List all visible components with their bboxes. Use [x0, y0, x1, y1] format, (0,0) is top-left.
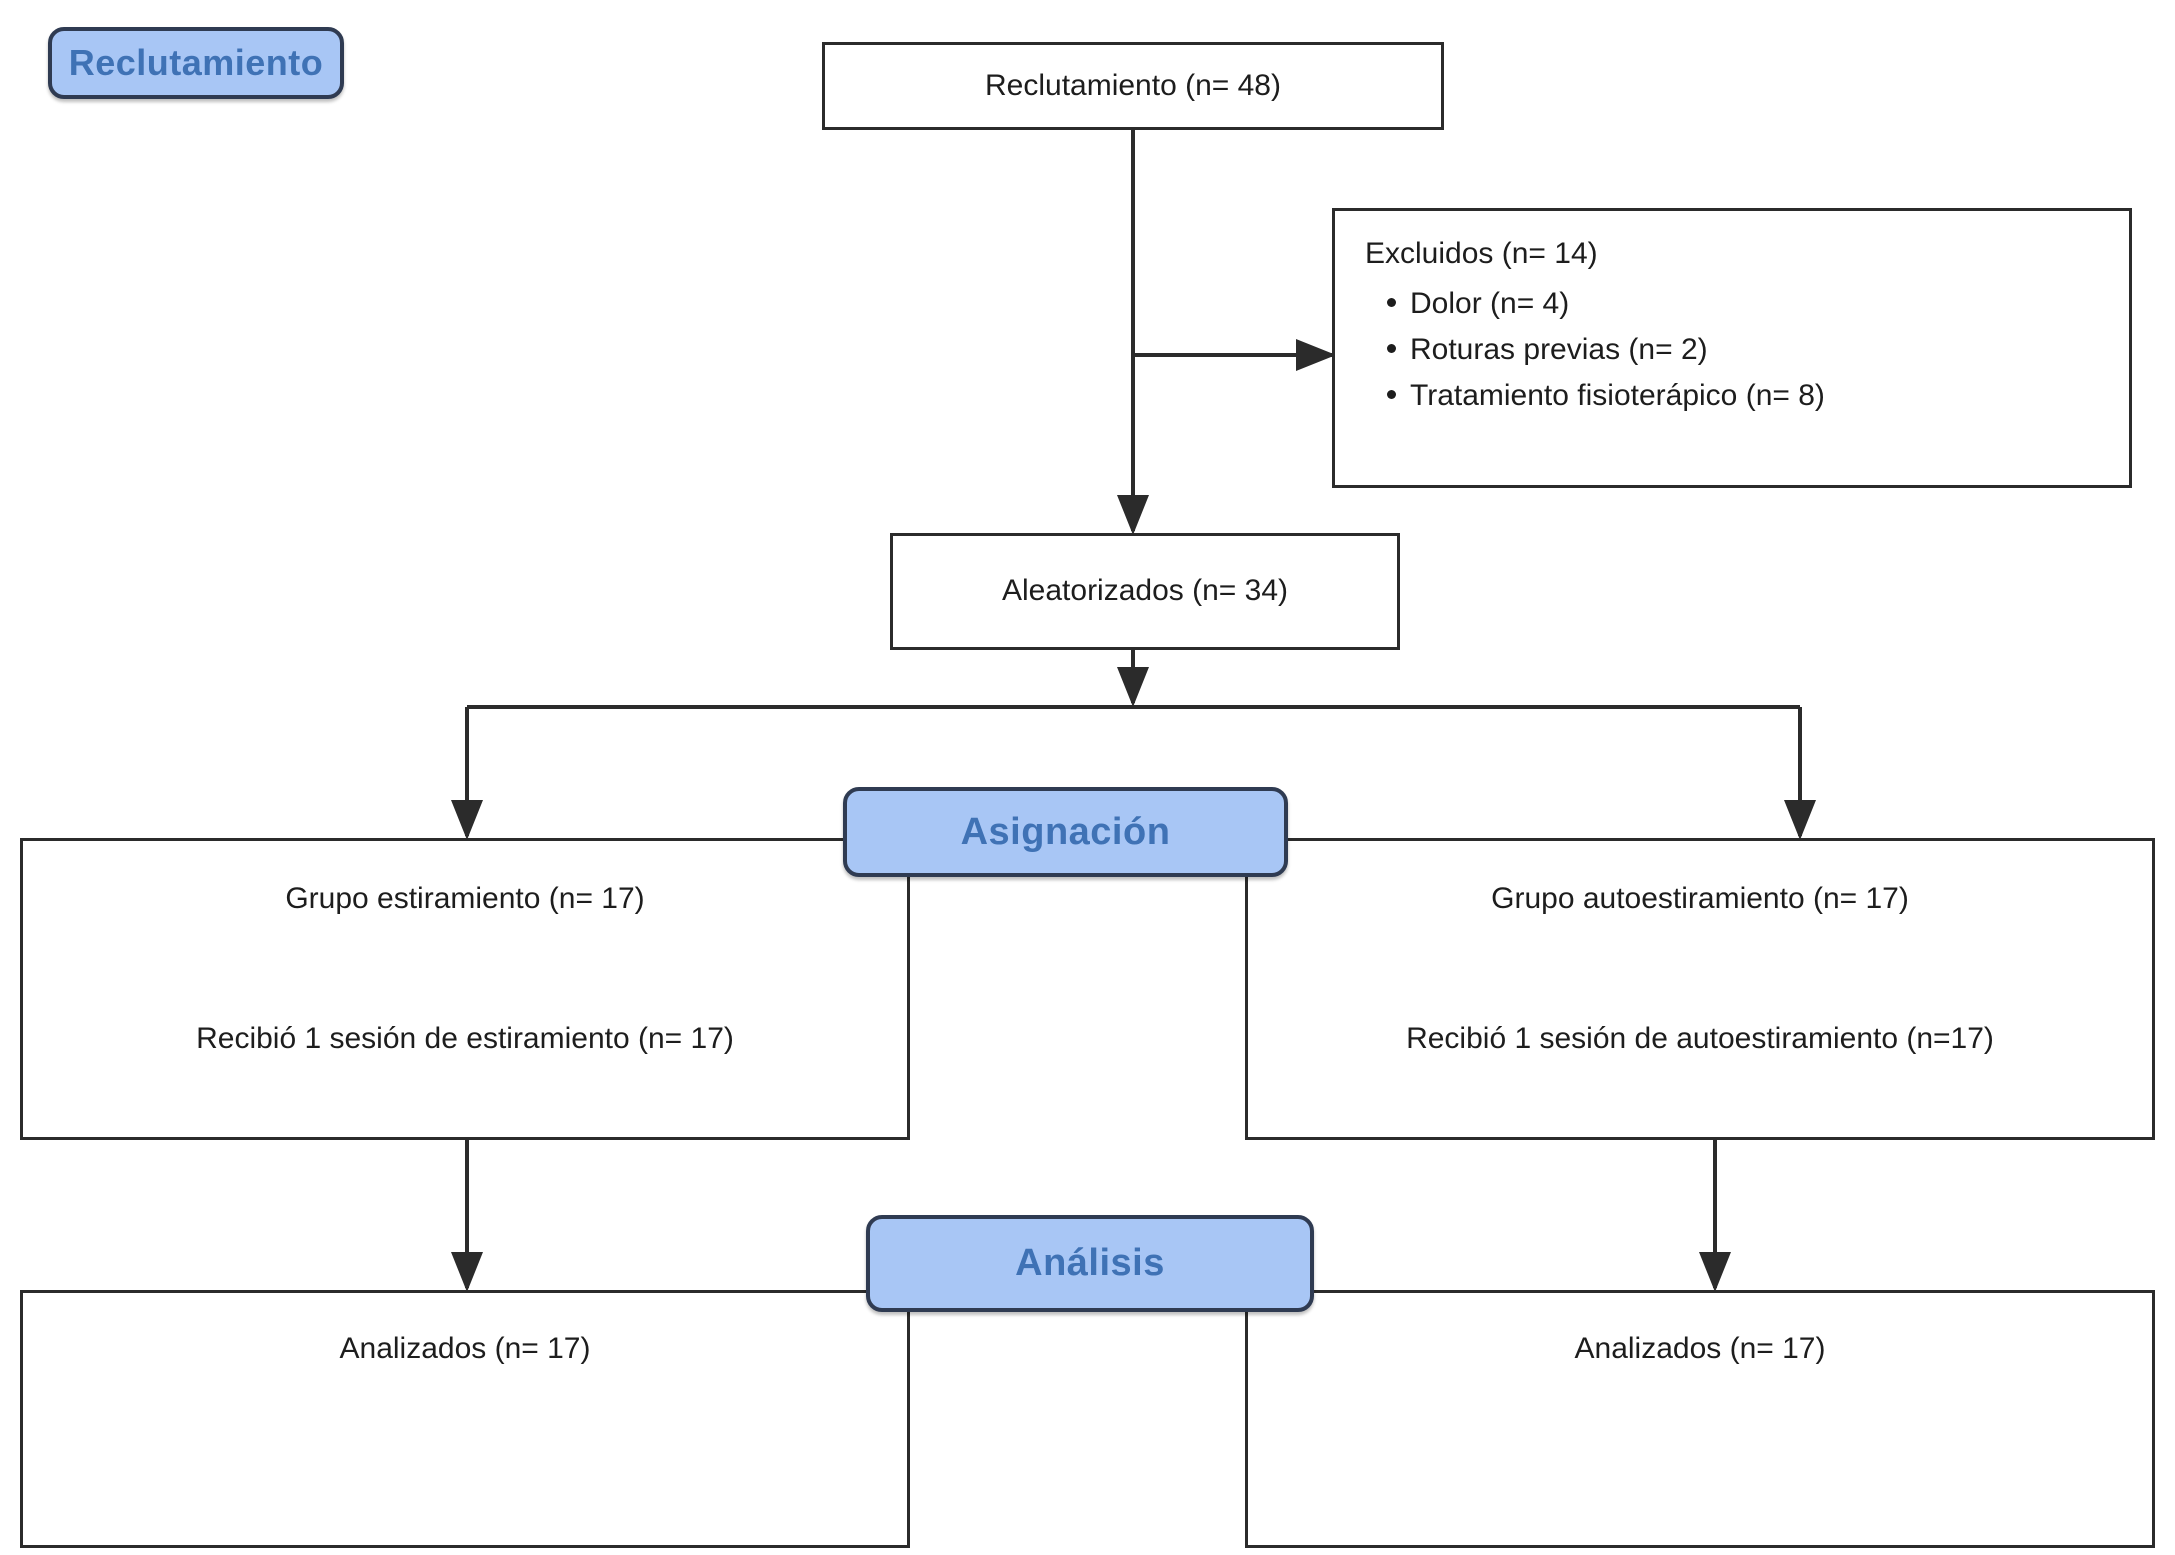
stage-badge-analisis: Análisis [866, 1215, 1314, 1312]
stage-badge-asignacion: Asignación [843, 787, 1288, 877]
stage-badge-reclutamiento-label: Reclutamiento [68, 42, 324, 83]
excluded-reason-item: Roturas previas (n= 2) [1387, 333, 1708, 367]
excluded-title: Excluidos (n= 14) [1365, 237, 1598, 270]
right-analysis-box [1245, 1290, 2155, 1548]
excluded-reason-label: Roturas previas (n= 2) [1410, 333, 1708, 366]
left-analysis-box [20, 1290, 910, 1548]
stage-badge-analisis-label: Análisis [1015, 1242, 1165, 1284]
bullet-icon [1387, 390, 1396, 399]
excluded-reason-item: Tratamiento fisioterápico (n= 8) [1387, 379, 1825, 413]
randomized-box: Aleatorizados (n= 34) [890, 533, 1400, 650]
left-analysis-label: Analizados (n= 17) [339, 1332, 591, 1365]
stage-badge-reclutamiento: Reclutamiento [48, 27, 344, 99]
excluded-box: Excluidos (n= 14) Dolor (n= 4) Roturas p… [1332, 208, 2132, 488]
enrollment-label: Reclutamiento (n= 48) [985, 68, 1281, 102]
excluded-reason-item: Dolor (n= 4) [1387, 287, 1569, 321]
bullet-icon [1387, 298, 1396, 307]
right-group-title: Grupo autoestiramiento (n= 17) [1491, 882, 1909, 915]
left-group-detail: Recibió 1 sesión de estiramiento (n= 17) [196, 1022, 734, 1055]
right-group-detail: Recibió 1 sesión de autoestiramiento (n=… [1406, 1022, 1994, 1055]
left-group-title: Grupo estiramiento (n= 17) [285, 882, 645, 915]
enrollment-box: Reclutamiento (n= 48) [822, 42, 1444, 130]
right-analysis-label: Analizados (n= 17) [1574, 1332, 1826, 1365]
bullet-icon [1387, 344, 1396, 353]
excluded-reason-label: Tratamiento fisioterápico (n= 8) [1410, 379, 1825, 412]
excluded-reason-label: Dolor (n= 4) [1410, 287, 1570, 320]
stage-badge-asignacion-label: Asignación [960, 810, 1171, 853]
randomized-label: Aleatorizados (n= 34) [1002, 574, 1288, 608]
right-group-box [1245, 838, 2155, 1140]
